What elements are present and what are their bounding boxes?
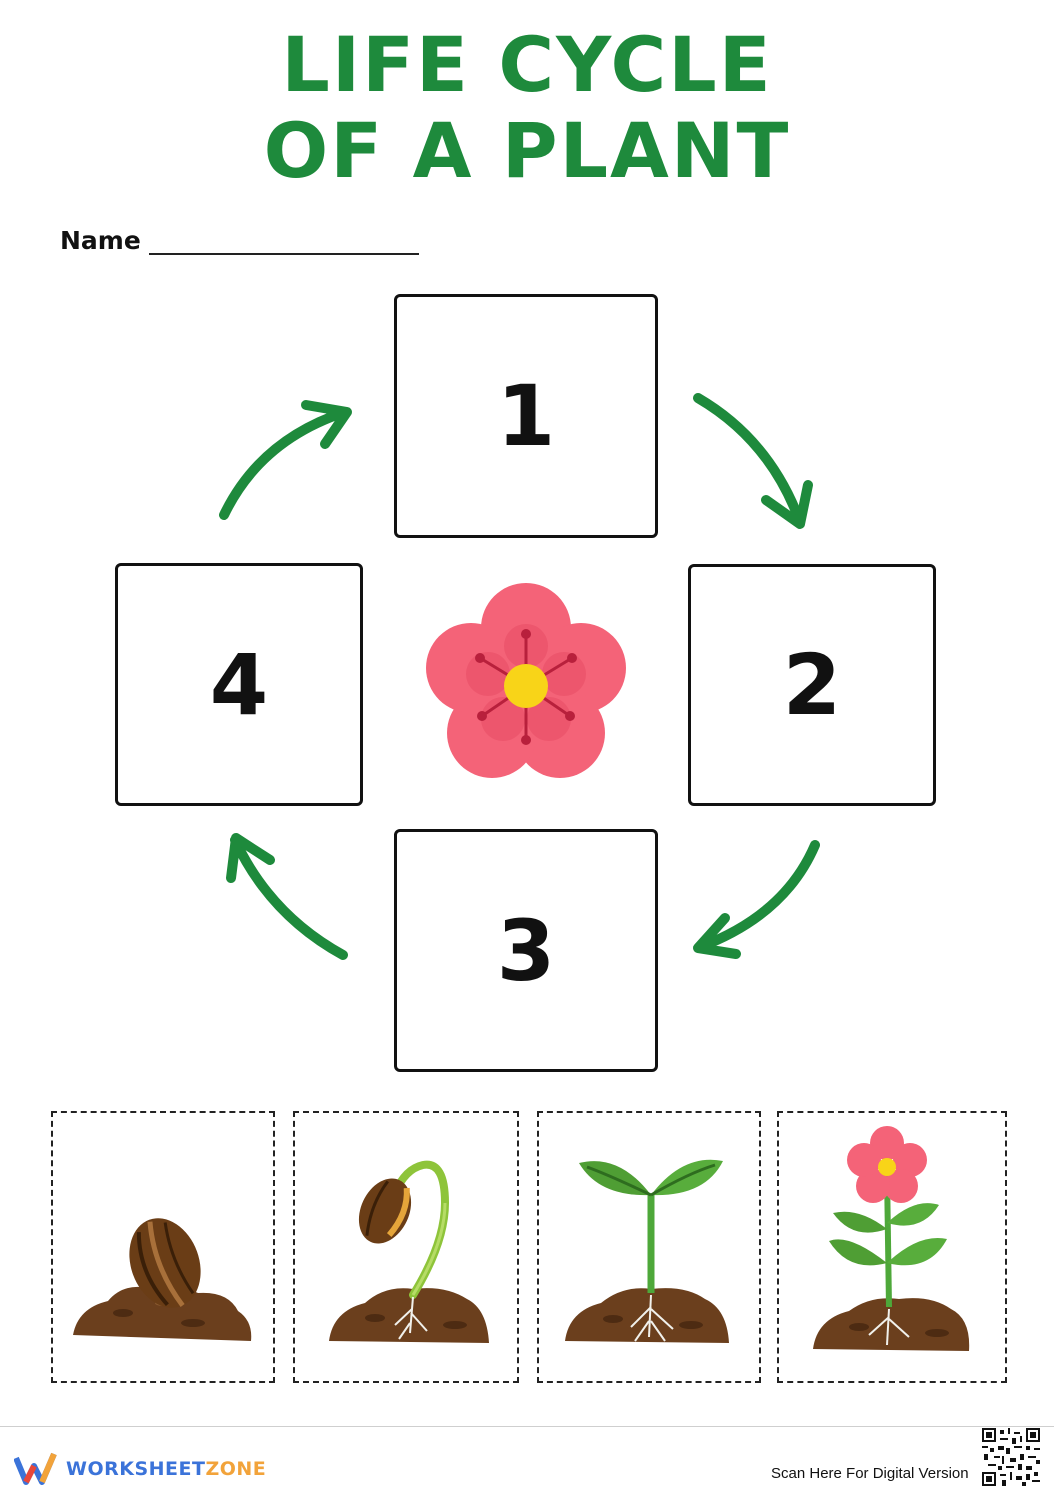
brand-logo: WORKSHEETZONE (14, 1452, 266, 1486)
cycle-arrows (219, 393, 820, 960)
name-label: Name (60, 226, 141, 255)
arrow-4-to-1-icon (219, 400, 352, 520)
step-number-1: 1 (496, 367, 556, 465)
name-field: Name (60, 226, 419, 255)
step-number-2: 2 (782, 636, 842, 734)
name-input-line[interactable] (148, 231, 419, 255)
step-box-4[interactable]: 4 (115, 563, 363, 806)
arrow-1-to-2-icon (693, 393, 813, 529)
brand-name-part2: ZONE (205, 1458, 267, 1480)
step-box-3[interactable]: 3 (394, 829, 658, 1072)
title-line-1: LIFE CYCLE (281, 20, 773, 109)
seed-icon (73, 1218, 252, 1341)
step-number-3: 3 (496, 901, 556, 1000)
qr-code-icon[interactable] (982, 1428, 1040, 1486)
cutout-card-sprout[interactable] (293, 1111, 519, 1383)
page-title: LIFE CYCLE OF A PLANT (0, 22, 1054, 194)
flowering-plant-icon (813, 1126, 970, 1351)
step-number-4: 4 (209, 635, 269, 734)
step-box-1[interactable]: 1 (394, 294, 658, 538)
arrow-2-to-3-icon (693, 840, 820, 959)
cutout-card-seed[interactable] (51, 1111, 275, 1383)
cutout-card-flowering-plant[interactable] (777, 1111, 1007, 1383)
title-line-2: OF A PLANT (263, 106, 791, 195)
cutout-card-seedling[interactable] (537, 1111, 761, 1383)
footer-divider (0, 1426, 1054, 1427)
worksheetzone-logo-icon (14, 1452, 57, 1485)
sprouting-seed-icon (329, 1160, 489, 1343)
scan-instruction: Scan Here For Digital Version (771, 1465, 969, 1482)
center-flower-icon (426, 583, 626, 778)
step-box-2[interactable]: 2 (688, 564, 936, 806)
seedling-icon (565, 1159, 729, 1343)
arrow-3-to-4-icon (226, 833, 348, 960)
brand-name-part1: WORKSHEET (66, 1458, 206, 1480)
